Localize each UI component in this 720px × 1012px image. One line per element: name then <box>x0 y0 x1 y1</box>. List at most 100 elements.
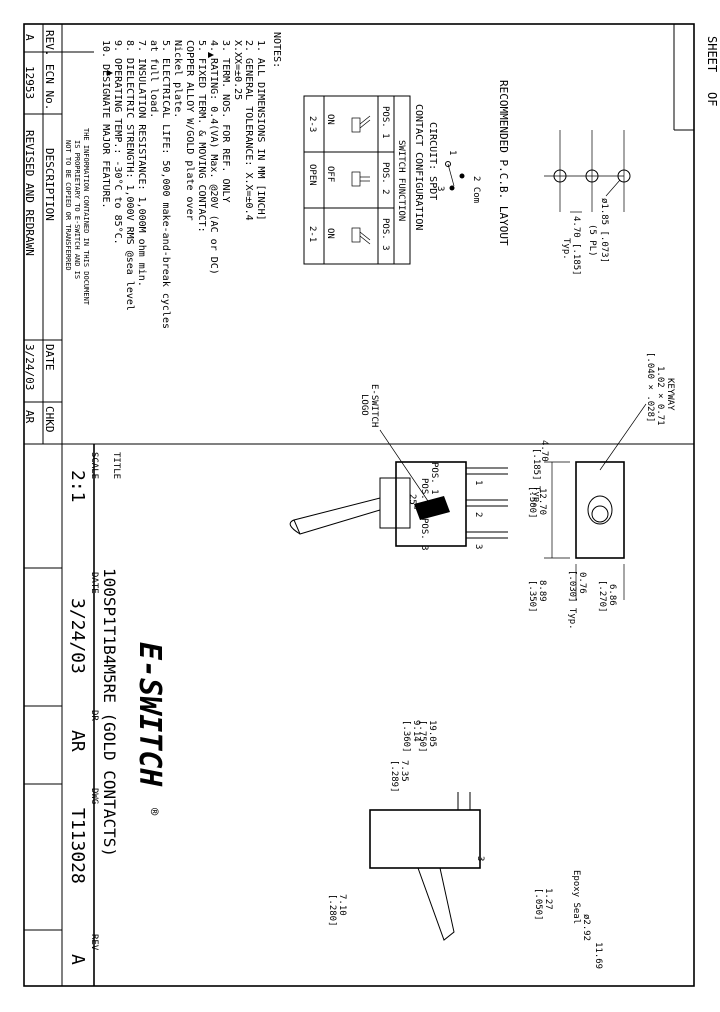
svg-text:[.030] Typ.: [.030] Typ. <box>567 570 577 630</box>
registered-mark: ® <box>147 808 161 816</box>
note-line: 10. DESIGNATE MAJOR FEATURE. <box>100 40 111 209</box>
svg-text:POS. 2: POS. 2 <box>380 162 390 195</box>
svg-text:3: 3 <box>475 856 485 861</box>
svg-text:2: 2 <box>473 512 483 517</box>
svg-text:1.02 × 0.71: 1.02 × 0.71 <box>655 366 665 426</box>
circuit-title: CIRCUIT: SPDT <box>427 122 438 200</box>
dr-label: DR <box>89 710 99 721</box>
circuit-table: SWITCH FUNCTION POS. 1 POS. 2 POS. 3 2-3… <box>303 95 411 265</box>
svg-text:1.27: 1.27 <box>543 888 553 910</box>
rev-col-rev: REV. <box>43 30 56 57</box>
rev-val-date: 3/24/03 <box>23 344 36 390</box>
svg-text:19.05: 19.05 <box>427 720 437 747</box>
svg-text:6.86: 6.86 <box>607 584 617 606</box>
drawn-by-value: AR <box>67 730 88 752</box>
note-line: 9. OPERATING TEMP.: -30°C to 85°C. <box>112 40 123 245</box>
svg-text:2-3: 2-3 <box>307 116 317 132</box>
svg-text:ø2.92: ø2.92 <box>581 914 591 941</box>
svg-text:E-SWITCH: E-SWITCH <box>369 384 379 427</box>
scale-label: SCALE <box>89 452 99 479</box>
svg-text:POS. 1: POS. 1 <box>380 106 390 139</box>
svg-text:[.040 × .028]: [.040 × .028] <box>645 352 655 422</box>
svg-text:POS. 3: POS. 3 <box>380 218 390 251</box>
proprietary-line-1: THE INFORMATION CONTAINED IN THIS DOCUME… <box>82 128 90 306</box>
note-line: COPPER ALLOY W/GOLD plate over <box>184 40 195 221</box>
note-line: 1. ALL DIMENSIONS IN MM [INCH] <box>255 40 266 221</box>
svg-text:POS. 1: POS. 1 <box>429 462 439 495</box>
svg-text:9.14: 9.14 <box>411 720 421 742</box>
date-value: 3/24/03 <box>67 598 88 674</box>
svg-text:1: 1 <box>473 480 483 485</box>
svg-text:SWITCH FUNCTION: SWITCH FUNCTION <box>396 140 406 221</box>
note-line: Nickel plate. <box>172 40 183 118</box>
note-line: 5. ELECTRICAL LIFE: 50,000 make-and-brea… <box>160 40 171 329</box>
eswitch-brand-logo: E-SWITCH <box>132 642 167 787</box>
rev-col-date: DATE <box>43 344 56 371</box>
eswitch-logo-mark-icon <box>414 496 450 520</box>
svg-text:2-1: 2-1 <box>307 226 317 242</box>
pcb-layout: ø1.85 [.073] (5 PL) 4.70 [.185] Typ. <box>544 130 631 276</box>
svg-text:11.69: 11.69 <box>593 942 603 969</box>
svg-text:[.185] Typ.: [.185] Typ. <box>531 448 541 508</box>
svg-text:KEYWAY: KEYWAY <box>665 378 675 411</box>
sheet-border <box>23 23 695 987</box>
lever-pos1-icon <box>351 115 371 133</box>
svg-text:7.35: 7.35 <box>399 760 409 782</box>
rev-label: REV <box>89 934 99 951</box>
rev-col-chkd: CHKD <box>43 406 56 433</box>
sheet-label: SHEET <box>705 36 719 72</box>
svg-text:ON: ON <box>325 114 335 125</box>
svg-text:3: 3 <box>435 186 445 191</box>
rev-value: A <box>67 954 88 965</box>
svg-text:OPEN: OPEN <box>307 164 317 186</box>
title-label: TITLE <box>111 452 121 479</box>
major-feature-triangle-icon <box>208 52 214 58</box>
svg-text:4.70: 4.70 <box>539 440 549 462</box>
rev-val-rev: A <box>23 34 36 41</box>
circuit-subtitle: CONTACT CONFIGURATION <box>413 104 424 230</box>
svg-text:1: 1 <box>447 150 457 155</box>
end-view: KEYWAY 1.02 × 0.71 [.040 × .028] 12.70 [… <box>527 352 675 613</box>
svg-text:[.500]: [.500] <box>527 486 537 519</box>
svg-text:[.750]: [.750] <box>417 720 427 753</box>
rev-val-chkd: AR <box>23 410 36 424</box>
note-line: 2. GENERAL TOLERANCE: X.X=±0.4 <box>243 40 254 221</box>
note-line: at full load. <box>148 40 159 118</box>
svg-text:12.70: 12.70 <box>537 488 547 515</box>
pcb-hole <box>553 169 567 183</box>
drawing-title: 100SP1T1B4M5RE (GOLD CONTACTS) <box>100 568 119 857</box>
proprietary-line-3: NOT TO BE COPIED OR TRANSFERRED <box>64 140 72 271</box>
rev-col-ecn: ECN No. <box>43 64 56 110</box>
svg-text:POS. 2: POS. 2 <box>419 478 429 511</box>
svg-text:ON: ON <box>325 228 335 239</box>
note-line: X.XX=±0.25 <box>232 40 243 100</box>
scale-value: 2:1 <box>67 470 88 503</box>
side-view: E-SWITCH LOGO 1 2 3 POS. 1 POS. 2 POS. 3… <box>289 384 587 630</box>
dwg-label: DWG <box>89 788 99 804</box>
svg-text:[.350]: [.350] <box>527 580 537 613</box>
notes-list: 1. ALL DIMENSIONS IN MM [INCH] 2. GENERA… <box>100 40 266 329</box>
lever-pos2-icon <box>351 171 370 187</box>
svg-text:[.050]: [.050] <box>533 888 543 921</box>
svg-text:[.280]: [.280] <box>327 894 337 927</box>
rev-val-ecn: 12953 <box>23 66 36 99</box>
note-line: 5. FIXED TERM. & MOVING CONTACT: <box>196 40 207 233</box>
spdt-symbol: 2 Com 1 3 <box>435 150 481 203</box>
rev-col-desc: DESCRIPTION <box>43 148 56 221</box>
svg-text:POS. 3: POS. 3 <box>419 518 429 551</box>
proprietary-line-2: IS PROPRIETARY TO E-SWITCH AND IS <box>73 140 81 279</box>
svg-text:(5 PL): (5 PL) <box>587 224 597 257</box>
svg-text:4.70 [.185]: 4.70 [.185] <box>571 216 581 276</box>
pcb-layout-title: RECOMMENDED P.C.B. LAYOUT <box>497 80 510 246</box>
drawing-number: T113028 <box>67 808 88 884</box>
svg-text:8.89: 8.89 <box>537 580 547 602</box>
major-feature-triangle-icon <box>107 70 113 76</box>
note-line: 3. TERM. NOS. FOR REF. ONLY <box>220 40 231 203</box>
svg-text:2 Com: 2 Com <box>471 176 481 203</box>
front-view: 7.35 [.289] 9.14 [.360] 19.05 [.750] 7.1… <box>327 720 603 969</box>
notes-heading: NOTES: <box>271 32 282 68</box>
svg-text:[.289]: [.289] <box>389 760 399 793</box>
svg-text:[.270]: [.270] <box>597 580 607 613</box>
